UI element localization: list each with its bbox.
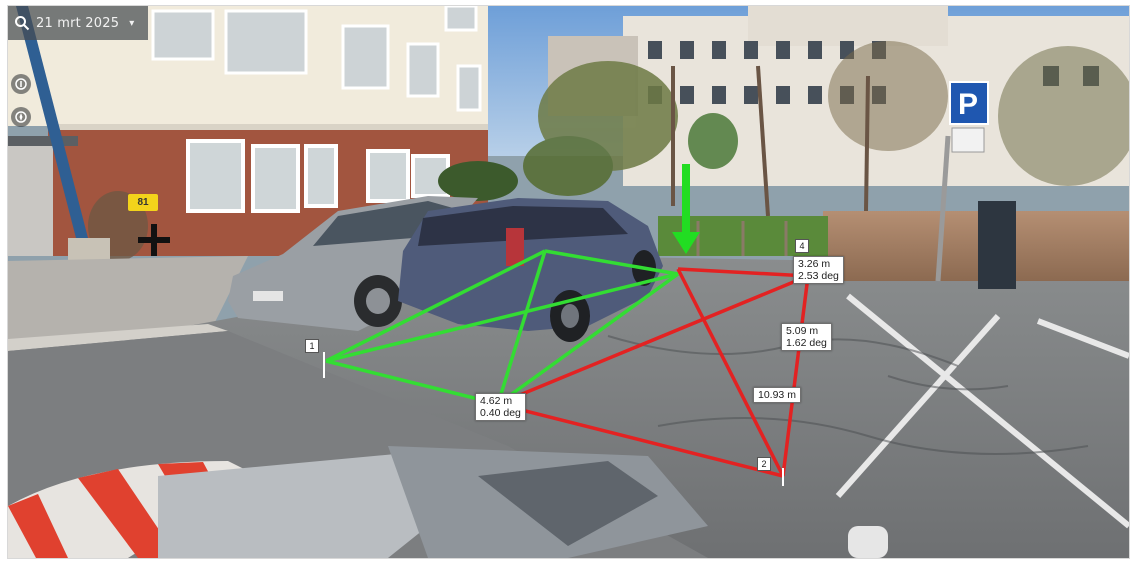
measurement-red <box>497 267 810 478</box>
blue-car <box>398 198 663 342</box>
red-mid-distance-label: 10.93 m <box>753 387 801 403</box>
compass-icon <box>15 111 27 123</box>
angle-value: 0.40 deg <box>480 407 521 419</box>
parking-lines <box>835 293 1129 529</box>
distance-value: 10.93 m <box>758 389 796 401</box>
distance-value: 3.26 m <box>798 258 831 270</box>
green-distance-label: 4.62 m 0.40 deg <box>475 393 526 421</box>
silver-car <box>228 196 478 331</box>
bollards <box>696 221 788 256</box>
magnifier-icon[interactable] <box>14 15 30 31</box>
panorama-scene[interactable]: P <box>8 6 1129 558</box>
move-cursor-icon <box>138 224 170 256</box>
measure-point-2[interactable]: 2 <box>757 457 771 471</box>
sidewalk <box>8 256 248 346</box>
trees <box>523 41 1129 196</box>
house-number-sign: 81 <box>128 194 158 211</box>
green-arrow-indicator <box>672 164 700 254</box>
chevron-down-icon[interactable]: ▾ <box>129 17 135 29</box>
angle-value: 2.53 deg <box>798 270 839 282</box>
measure-point-4[interactable]: 4 <box>795 239 809 253</box>
camera-vehicle-roof <box>8 446 888 558</box>
date-selector[interactable]: 21 mrt 2025 ▾ <box>8 6 148 40</box>
distance-value: 4.62 m <box>480 395 513 407</box>
measurement-green <box>325 249 680 406</box>
angle-value: 1.62 deg <box>786 337 827 349</box>
red-right-distance-label: 5.09 m 1.62 deg <box>781 323 832 351</box>
curb <box>8 324 228 351</box>
zoom-button[interactable] <box>11 74 31 94</box>
parking-meter <box>978 201 1016 289</box>
measure-point-1[interactable]: 1 <box>305 339 319 353</box>
hedge <box>823 211 1129 281</box>
distance-value: 5.09 m <box>786 325 819 337</box>
streetview-viewer[interactable]: P <box>7 5 1130 559</box>
parking-sign: P <box>935 81 989 282</box>
plus-in-circle-icon <box>15 78 27 90</box>
compass-button[interactable] <box>11 107 31 127</box>
point-ticks <box>323 352 784 486</box>
capture-date: 21 mrt 2025 <box>36 15 120 31</box>
parking-sign-letter: P <box>958 88 978 121</box>
red-top-distance-label: 3.26 m 2.53 deg <box>793 256 844 284</box>
tree-trunks <box>671 65 870 217</box>
